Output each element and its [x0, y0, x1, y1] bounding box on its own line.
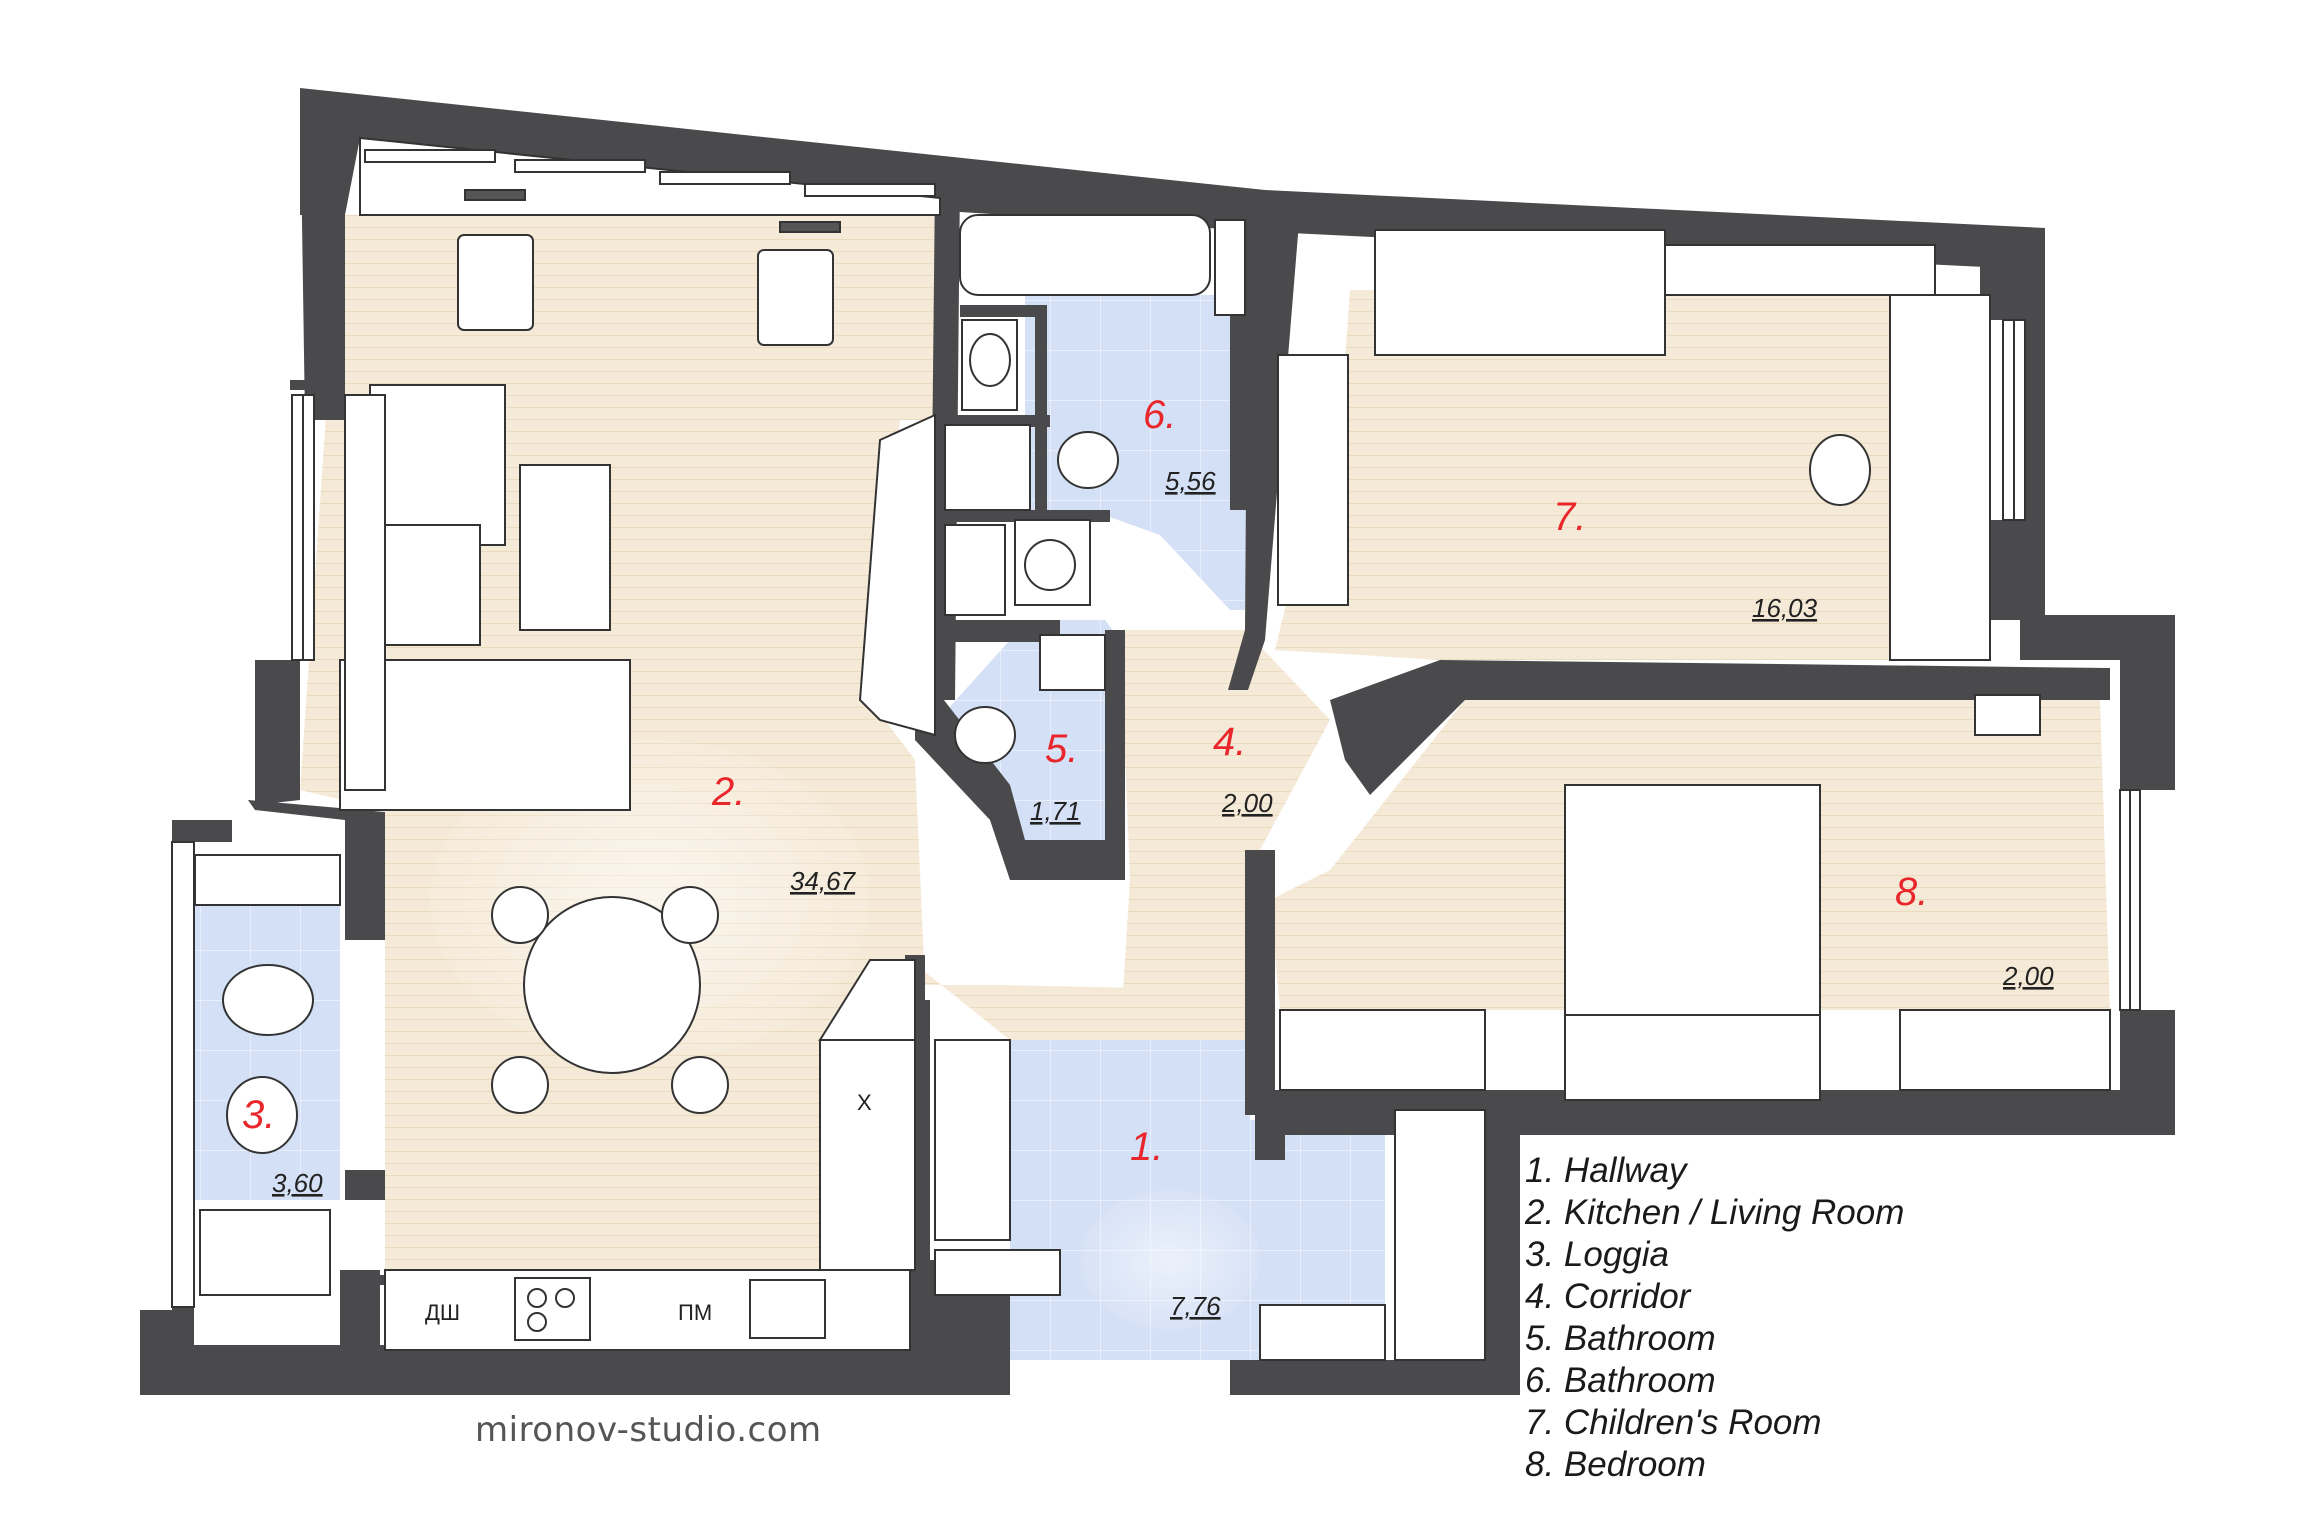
website-watermark: mironov-studio.com: [475, 1410, 822, 1450]
legend-item: 5. Bathroom: [1525, 1319, 1716, 1358]
room-area-1: 7,76: [1170, 1291, 1221, 1321]
room-areas: 7,76 34,67 3,60 2,00 1,71 5,56 16,03 2,0…: [272, 466, 2054, 1321]
windows: [171, 319, 2141, 1308]
room-area-6: 5,56: [1165, 466, 1216, 496]
legend-item: 6. Bathroom: [1525, 1361, 1716, 1400]
floor-bathroom-6: [1025, 295, 1255, 610]
legend-item: 4. Corridor: [1525, 1277, 1691, 1316]
room-number-7: 7.: [1553, 495, 1586, 539]
living-wardrobe: [858, 413, 936, 737]
washer-label: ПМ: [678, 1300, 712, 1325]
room-area-3: 3,60: [272, 1168, 323, 1198]
room-number-3: 3.: [242, 1093, 275, 1137]
room-numbers: 1. 2. 3. 4. 5. 6. 7. 8.: [242, 393, 1928, 1169]
room-number-1: 1.: [1130, 1125, 1163, 1169]
room-number-5: 5.: [1045, 727, 1078, 771]
room-area-2: 34,67: [790, 866, 857, 896]
room-area-4: 2,00: [1221, 788, 1273, 818]
coffee-table: [519, 464, 611, 631]
legend-item: 8. Bedroom: [1525, 1445, 1706, 1484]
bedroom-furniture: [1279, 694, 2111, 1101]
hallway-wardrobe: [934, 1039, 1486, 1361]
desk-chairs: [457, 234, 834, 346]
bath-5-fixtures: [954, 634, 1106, 764]
room-area-5: 1,71: [1030, 796, 1081, 826]
bath-6-fixtures: [959, 214, 1246, 606]
childrens-furniture: [1277, 229, 1991, 661]
room-number-8: 8.: [1895, 870, 1928, 914]
loggia-furniture: [194, 854, 341, 1296]
legend-item: 3. Loggia: [1525, 1235, 1670, 1274]
legend-item: 1. Hallway: [1525, 1151, 1687, 1190]
floor-corridor: [1120, 630, 1330, 1040]
kitchen-counter: [384, 1269, 911, 1351]
kitchen-column: [818, 959, 916, 1271]
legend-item: 7. Children's Room: [1525, 1403, 1822, 1442]
floor-childrens-room: [1275, 290, 1890, 660]
dishwasher-label: ДШ: [425, 1300, 460, 1325]
room-number-6: 6.: [1143, 393, 1176, 437]
fridge-mark: X: [857, 1090, 872, 1115]
legend-item: 2. Kitchen / Living Room: [1525, 1193, 1905, 1232]
room-number-4: 4.: [1213, 720, 1246, 764]
dining-set: [491, 886, 729, 1114]
sofa: [339, 384, 631, 811]
room-area-7: 16,03: [1752, 593, 1818, 623]
room-number-2: 2.: [711, 770, 745, 814]
bath-storage: [944, 424, 1031, 616]
desks: [359, 136, 941, 233]
floor-loggia: [195, 905, 340, 1200]
room-area-8: 2,00: [2002, 961, 2054, 991]
room-legend: 1. Hallway 2. Kitchen / Living Room 3. L…: [1525, 1150, 1904, 1486]
